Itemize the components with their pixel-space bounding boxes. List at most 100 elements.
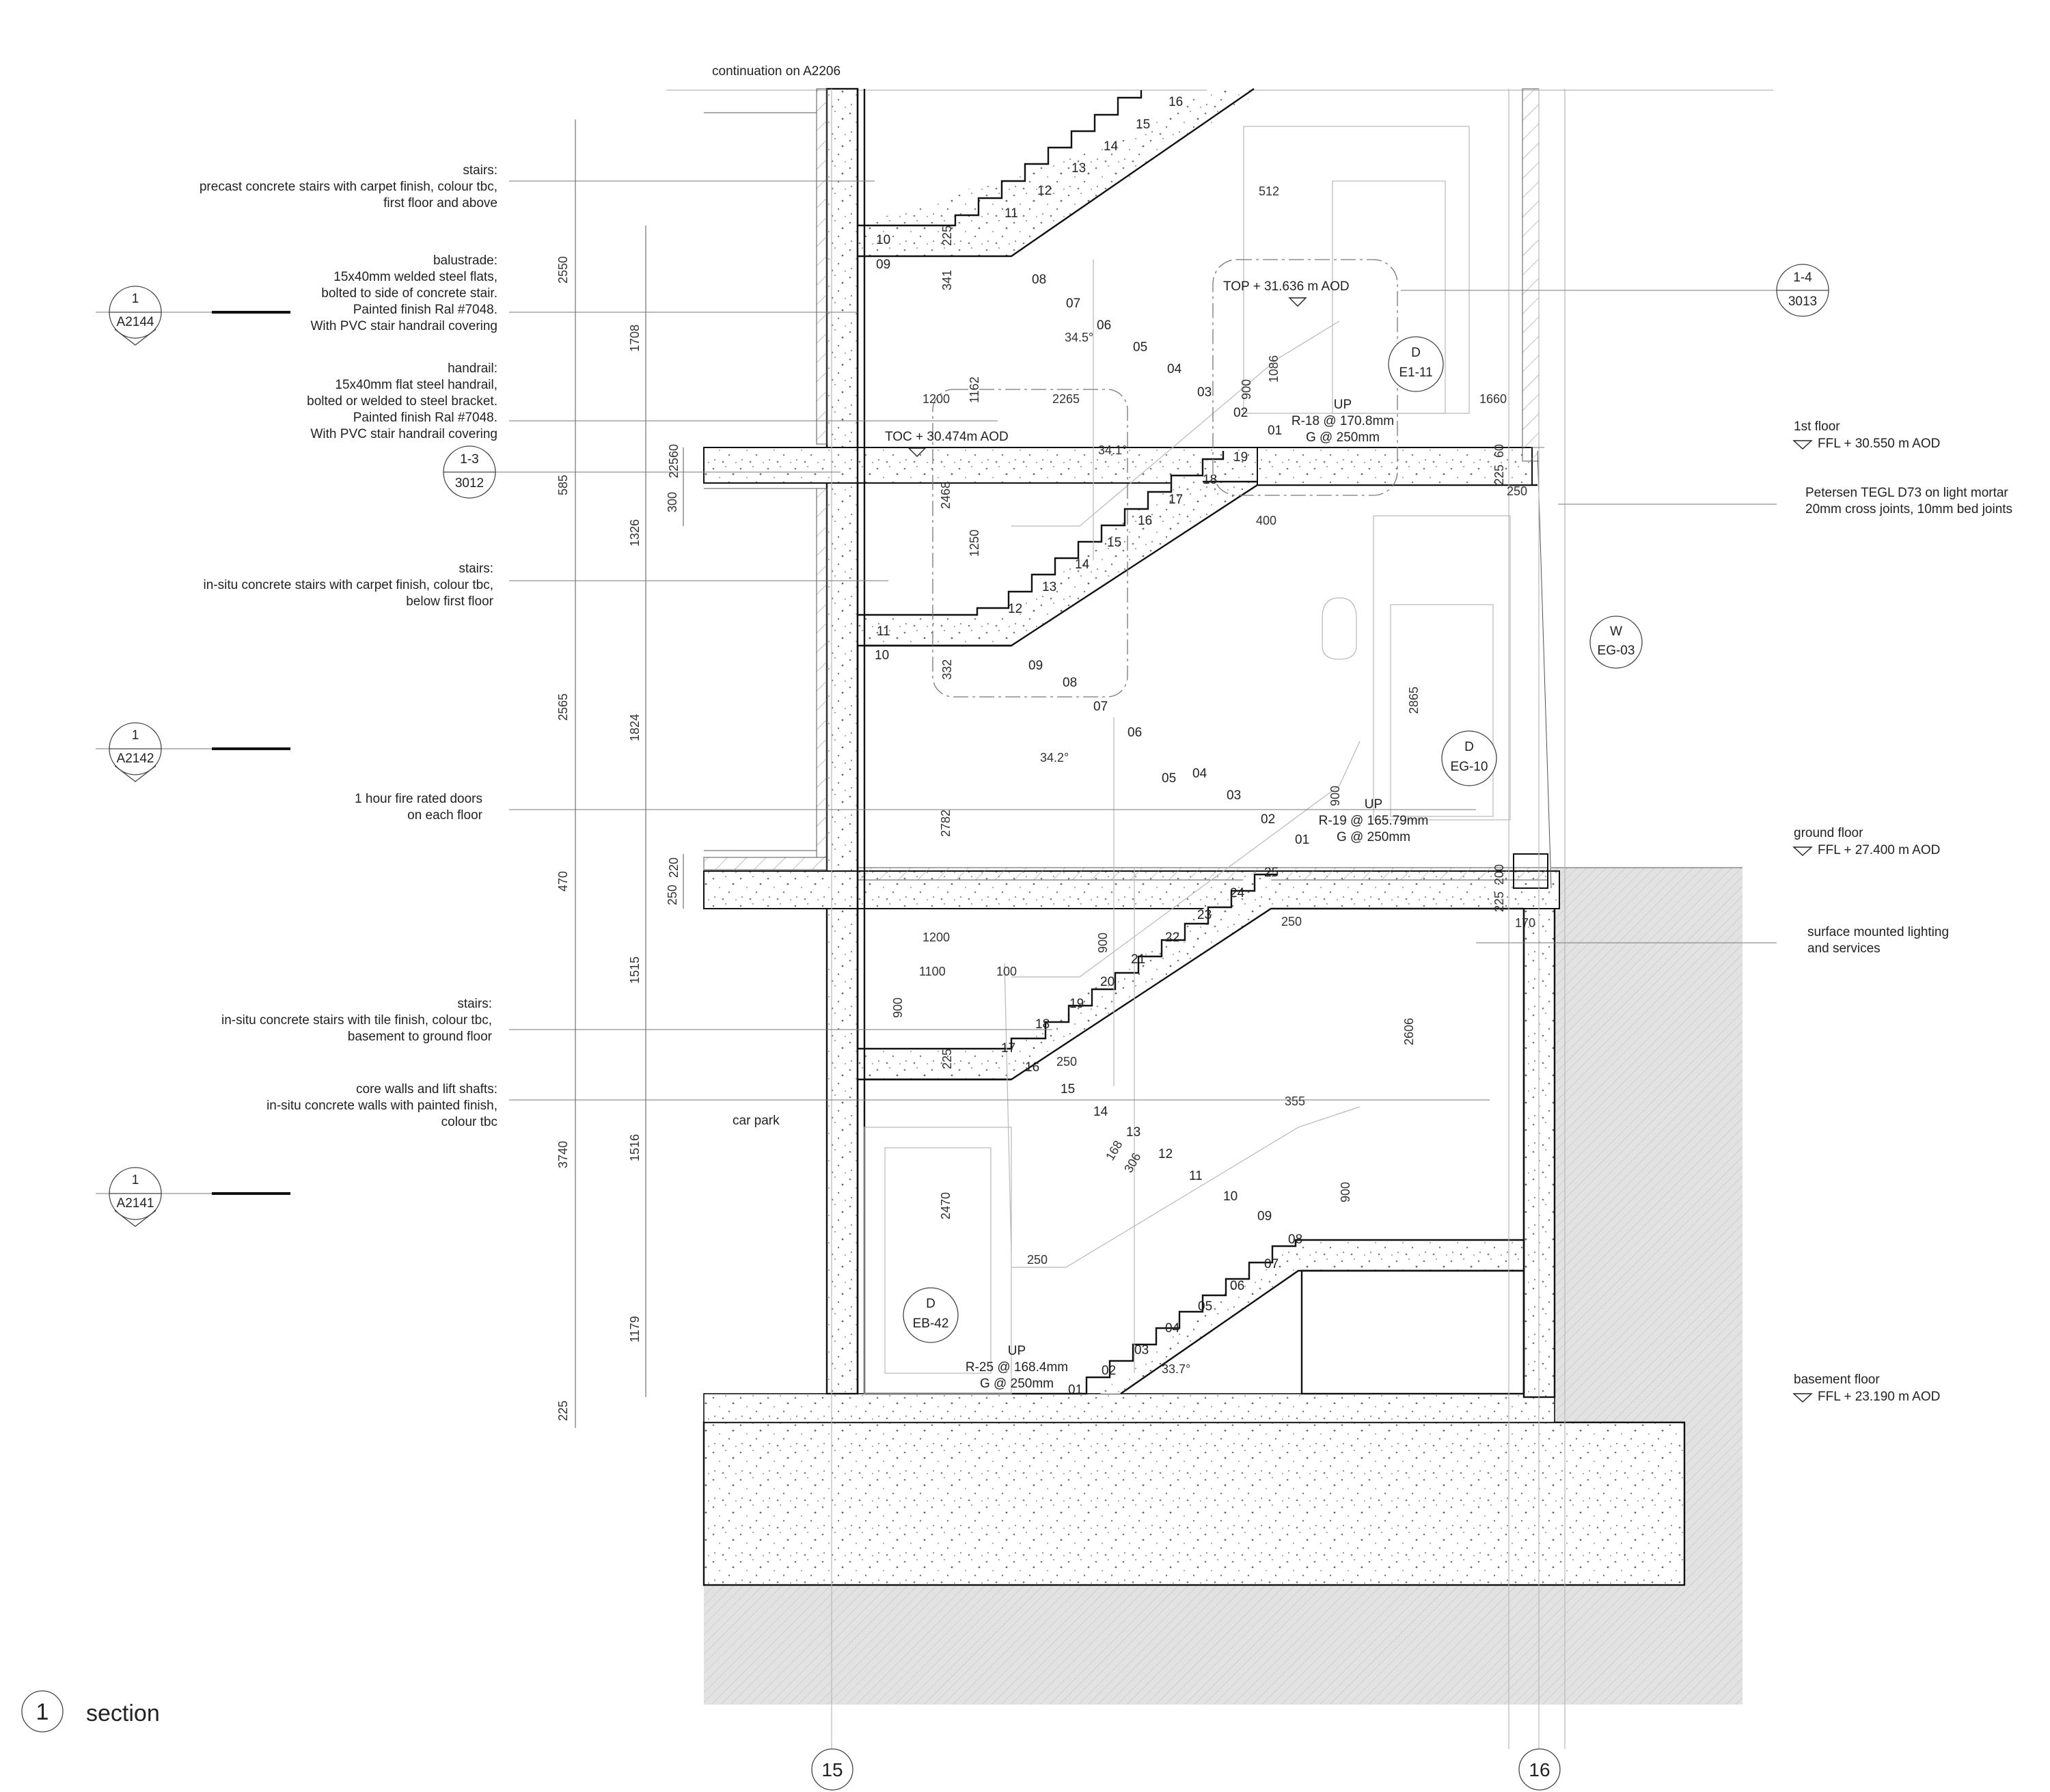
door-tag-2-code: EG-10 bbox=[1451, 760, 1488, 774]
gridline-bubble-15 bbox=[811, 1748, 853, 1791]
sec-ref-3-sheet: A2141 bbox=[117, 1196, 154, 1211]
dim-1086: 1086 bbox=[1267, 355, 1281, 383]
step-number: 05 bbox=[1198, 1299, 1212, 1314]
step-number: 15 bbox=[1061, 1082, 1075, 1097]
door-tags: D E1-11 D EG-10 W EG-03 D EB-42 bbox=[903, 336, 1643, 1343]
dim-small-220: 220 bbox=[667, 857, 681, 878]
step-number: 10 bbox=[1223, 1189, 1238, 1204]
window-tag-type: W bbox=[1610, 624, 1622, 639]
stair-riser-3: R-25 @ 168.4mm bbox=[966, 1360, 1068, 1375]
step-number: 15 bbox=[1136, 118, 1150, 132]
dim-2470: 2470 bbox=[939, 1192, 953, 1219]
dim-200: 200 bbox=[1492, 864, 1506, 885]
step-number: 17 bbox=[1001, 1041, 1015, 1056]
spot-level-top: TOP + 31.636 m AOD bbox=[1223, 279, 1350, 294]
step-number: 13 bbox=[1071, 161, 1086, 176]
note-stairs-upper-line-1: precast concrete stairs with carpet fini… bbox=[200, 180, 497, 194]
title-bubble bbox=[21, 1690, 64, 1733]
level-basement-name: basement floor bbox=[1794, 1373, 1880, 1387]
note-stairs-lower-line-0: stairs: bbox=[457, 997, 492, 1011]
step-number: 05 bbox=[1162, 771, 1176, 786]
dim-small-60: 60 bbox=[667, 444, 681, 458]
step-number: 20 bbox=[1100, 975, 1115, 989]
note-fire-doors-line-1: on each floor bbox=[407, 808, 483, 823]
sec-ref-2-sheet: A2142 bbox=[117, 752, 154, 766]
stair-up-2: UP bbox=[1365, 797, 1382, 812]
step-number: 16 bbox=[1168, 95, 1183, 109]
step-number: 08 bbox=[1288, 1232, 1302, 1247]
note-balustrade-line-3: Painted finish Ral #7048. bbox=[353, 303, 497, 317]
dim-168: 168 bbox=[1103, 1138, 1125, 1163]
dim-225-a: 225 bbox=[940, 225, 954, 246]
stair-up-1: UP bbox=[1334, 398, 1352, 412]
dim-outer-470: 470 bbox=[556, 871, 570, 892]
door-tag-4-code: EB-42 bbox=[913, 1317, 949, 1331]
note-core-walls-line-1: in-situ concrete walls with painted fini… bbox=[266, 1099, 497, 1113]
dim-900-b: 900 bbox=[1096, 933, 1110, 953]
door-tag-1-code: E1-11 bbox=[1399, 366, 1432, 380]
step-number: 09 bbox=[1257, 1209, 1272, 1224]
angle-4: 33.7° bbox=[1162, 1362, 1190, 1376]
dimension-strings: 2550 585 2565 470 3740 225 1708 1326 182… bbox=[556, 120, 684, 1428]
note-handrail-line-2: bolted or welded to steel bracket. bbox=[307, 394, 497, 409]
handrail bbox=[1011, 260, 1361, 1373]
spot-levels: TOP + 31.636 m AOD TOC + 30.474m AOD bbox=[885, 279, 1350, 457]
gridline-bubble-16 bbox=[1518, 1748, 1561, 1791]
step-number: 13 bbox=[1126, 1125, 1140, 1140]
dim-inner-1708: 1708 bbox=[628, 325, 642, 352]
sec-ref-2-num: 1 bbox=[132, 728, 139, 743]
note-stairs-mid-line-2: below first floor bbox=[406, 594, 493, 609]
dim-900-e: 900 bbox=[1328, 786, 1342, 806]
door-tag-1-type: D bbox=[1411, 346, 1421, 360]
step-number: 24 bbox=[1230, 886, 1245, 900]
step-number: 01 bbox=[1295, 833, 1309, 847]
carpark-screed bbox=[703, 857, 828, 870]
step-number: 25 bbox=[1264, 866, 1279, 880]
spot-level-toc: TOC + 30.474m AOD bbox=[885, 430, 1009, 444]
note-stairs-upper-line-2: first floor and above bbox=[383, 196, 497, 210]
note-balustrade-line-2: bolted to side of concrete stair. bbox=[321, 286, 497, 301]
step-number: 11 bbox=[877, 624, 890, 639]
dim-small-250: 250 bbox=[666, 885, 679, 905]
note-stairs-mid-line-0: stairs: bbox=[459, 562, 493, 576]
step-number: 10 bbox=[875, 648, 889, 663]
facade bbox=[1508, 88, 1566, 1749]
title-label: section bbox=[86, 1700, 160, 1726]
sec-ref-1-num: 1 bbox=[132, 292, 139, 306]
note-handrail-line-3: Painted finish Ral #7048. bbox=[353, 411, 497, 425]
note-stairs-upper-line-0: stairs: bbox=[463, 163, 497, 178]
sec-ref-4-num: 1-3 bbox=[460, 452, 478, 467]
dim-225-d: 225 bbox=[1492, 892, 1506, 912]
note-fire-doors-line-0: 1 hour fire rated doors bbox=[355, 792, 482, 806]
step-number: 17 bbox=[1168, 493, 1183, 507]
level-basement-value: FFL + 23.190 m AOD bbox=[1818, 1390, 1940, 1404]
stair-up-3: UP bbox=[1008, 1344, 1026, 1358]
dim-outer-3740: 3740 bbox=[556, 1141, 570, 1168]
level-markers: 1st floor FFL + 30.550 m AOD ground floo… bbox=[1531, 419, 1940, 1404]
dim-2865: 2865 bbox=[1407, 687, 1421, 714]
step-number: 06 bbox=[1128, 726, 1142, 740]
ground-screed bbox=[857, 867, 1548, 881]
sec-ref-5-num: 1-4 bbox=[1793, 271, 1812, 285]
step-number: 06 bbox=[1097, 318, 1111, 333]
dim-250-d: 250 bbox=[1507, 484, 1527, 498]
step-number: 04 bbox=[1167, 362, 1182, 376]
core-outline bbox=[856, 89, 1525, 1395]
step-number: 03 bbox=[1134, 1343, 1149, 1357]
step-number: 07 bbox=[1066, 297, 1080, 311]
note-stairs-lower-line-1: in-situ concrete stairs with tile finish… bbox=[221, 1013, 492, 1028]
clearance-zone-1 bbox=[932, 389, 1128, 698]
note-core-walls-line-2: colour tbc bbox=[441, 1115, 497, 1129]
step-number: 08 bbox=[1063, 676, 1077, 690]
note-balustrade-line-1: 15x40mm welded steel flats, bbox=[333, 270, 497, 284]
dim-1100: 1100 bbox=[919, 965, 946, 978]
dim-2468: 2468 bbox=[939, 482, 953, 509]
sec-ref-5-sheet: 3013 bbox=[1788, 294, 1817, 309]
note-lighting-line-1: and services bbox=[1807, 941, 1881, 956]
note-balustrade-line-4: With PVC stair handrail covering bbox=[311, 319, 498, 333]
step-number: 12 bbox=[1158, 1147, 1173, 1161]
dim-small-300: 300 bbox=[666, 492, 679, 512]
step-number: 02 bbox=[1233, 406, 1248, 420]
room-carpark: car park bbox=[733, 1114, 780, 1128]
dim-2265: 2265 bbox=[1052, 392, 1080, 406]
